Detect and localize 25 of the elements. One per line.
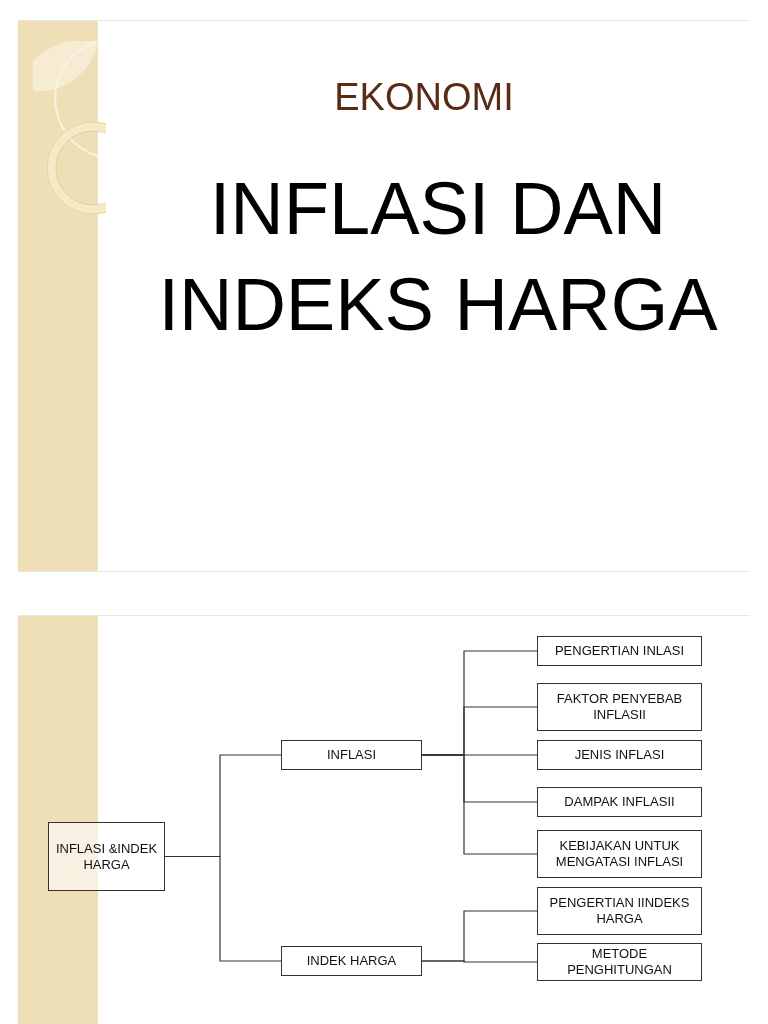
connector-line xyxy=(164,855,282,962)
topic-box xyxy=(537,887,702,935)
topic-box xyxy=(537,636,702,666)
topic-box xyxy=(281,946,422,976)
title-text: INFLASI DAN INDEKS HARGA xyxy=(157,166,719,348)
box-label: PENGERTIAN IINDEKS HARGA xyxy=(548,895,691,927)
box-label: JENIS INFLASI xyxy=(574,747,665,763)
box-label: DAMPAK INFLASII xyxy=(564,794,675,810)
topic-box xyxy=(281,740,422,770)
box-label: FAKTOR PENYEBAB INFLASII xyxy=(555,691,684,723)
box-label: INFLASI &INDEK HARGA xyxy=(54,840,159,873)
topic-box xyxy=(537,683,702,731)
box-label: INDEK HARGA xyxy=(306,953,397,969)
box-label: INFLASI xyxy=(326,747,377,763)
topic-box xyxy=(537,740,702,770)
box-label: METODE PENGHITUNGAN xyxy=(566,946,673,978)
topic-box xyxy=(48,822,165,891)
connector-line xyxy=(421,960,538,963)
topic-box xyxy=(537,787,702,817)
box-label: PENGERTIAN INLASI xyxy=(554,643,685,659)
connector-line xyxy=(421,754,538,855)
box-label: KEBIJAKAN UNTUK MENGATASI INFLASI xyxy=(554,838,685,870)
topic-box xyxy=(537,943,702,981)
subtitle-text: EKONOMI xyxy=(334,75,514,120)
topic-box xyxy=(537,830,702,878)
